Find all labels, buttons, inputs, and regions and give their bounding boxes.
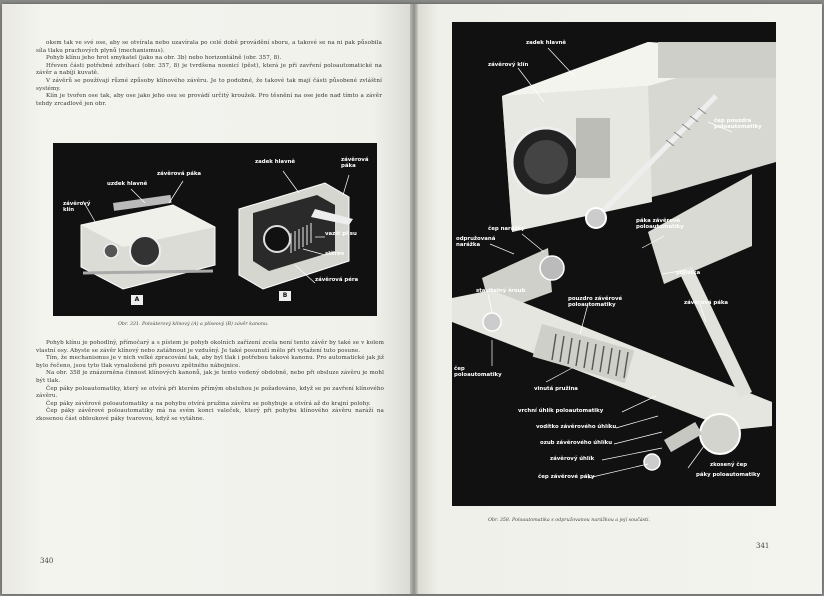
- paragraph: Čep páky závěrové poloautomatiky a na po…: [46, 400, 371, 407]
- book-spine: [410, 4, 418, 594]
- label-zadek-hlavne: zadek hlavně: [255, 159, 296, 165]
- left-bottom-text: Pohyb klínu je pohodlný, přímočarý a s p…: [36, 340, 384, 424]
- label-zaverova-packa-b: závěrová páka: [341, 157, 369, 170]
- label-ozub: ozub závěrového úhlíku: [540, 440, 613, 446]
- paragraph: Čep páky závěrové poloautomatiky má na s…: [36, 408, 384, 422]
- label-odpruzovana-narazka: odpružovaná narážka: [456, 236, 496, 249]
- label-cep-pouzdra: čep pouzdra poloautomatiky: [714, 118, 762, 131]
- label-vrchni-uhlik: vrchní úhlík poloautomatiky: [518, 408, 604, 414]
- left-figure: uzdek hlavně závěrová páka závěrový klín…: [53, 143, 377, 316]
- label-pouzdro-zaverove: pouzdro závěrové poloautomatiky: [568, 296, 623, 309]
- label-packy-poloautomatiky: páky poloautomatiky: [696, 472, 761, 478]
- paragraph: Klín je tvořen ose tak, aby ose jako jeh…: [36, 93, 382, 107]
- left-top-text: okem tak ve své ose, aby se otvírala neb…: [36, 40, 382, 108]
- paragraph: Pohyb klínu jeho hrot smykatel (jako na …: [46, 55, 282, 62]
- label-vinuta-pruzina: vinutá pružina: [534, 386, 578, 392]
- label-pojistka: pojistka: [676, 270, 701, 276]
- paragraph: okem tak ve své ose, aby se otvírala neb…: [36, 40, 382, 54]
- label-zaverova-packa: závěrová páka: [157, 171, 202, 177]
- paragraph: Tím, že mechanismus je v nich velké zpra…: [36, 355, 384, 369]
- label-vazic-plisu: vazič plisu: [325, 231, 357, 237]
- label-paka-zaverove: páka závěrové poloautomatiky: [636, 218, 684, 231]
- label-cep-narazky: čep narážky: [488, 226, 525, 232]
- breech-illustration: [80, 170, 353, 290]
- figure-badge-a: A: [131, 295, 143, 305]
- paragraph: Pohyb klínu je pohodlný, přímočarý a s p…: [36, 340, 384, 354]
- label-uzdek-hlavne: uzdek hlavně: [107, 181, 148, 187]
- label-zaverovy-klin: závěrový klín: [63, 201, 91, 214]
- label-zaverovy-uhlik: závěrový úhlík: [550, 456, 595, 462]
- label-stavitelny-sroub: stavitelný šroub: [476, 288, 526, 294]
- label-zaverova-pera: závěrová péra: [315, 277, 359, 283]
- label-zkoseny-cep: zkosený čep: [710, 462, 748, 468]
- label-zaverova-packa: závěrová páka: [684, 300, 729, 306]
- paragraph: Na obr. 358 je znázorněna činnost klínov…: [36, 370, 384, 384]
- label-cep-zaverove-packy: čep závěrové páky: [538, 474, 595, 480]
- label-voditko: vodítko závěrového úhlíku: [536, 424, 617, 430]
- label-zadek-hlavne: zadek hlavně: [526, 40, 567, 46]
- page-number-right: 341: [756, 542, 770, 550]
- right-figure-caption: Obr. 358. Poloautomatika s odpružovanou …: [488, 518, 650, 523]
- figure-badge-b: B: [279, 291, 291, 301]
- label-cep-poloautomatiky: čep poloautomatiky: [454, 366, 502, 379]
- paragraph: Čep páky poloautomatiky, který se otvírá…: [36, 385, 384, 400]
- label-zaverovy-klin: závěrový klín: [488, 62, 529, 68]
- label-slitrev: slítrev: [325, 251, 345, 257]
- semiautomatic-illustration: [452, 42, 776, 479]
- page-number-left: 340: [40, 557, 54, 565]
- paragraph: V závěrů se používají různé způsoby klín…: [36, 77, 382, 92]
- right-figure: zadek hlavně závěrový klín čep pouzdra p…: [452, 22, 776, 506]
- left-figure-caption: Obr. 331. Poloúterový klínový (A) a plís…: [118, 322, 269, 327]
- paragraph: Hřeven části potřebné zdvíhací (obr. 357…: [36, 62, 382, 77]
